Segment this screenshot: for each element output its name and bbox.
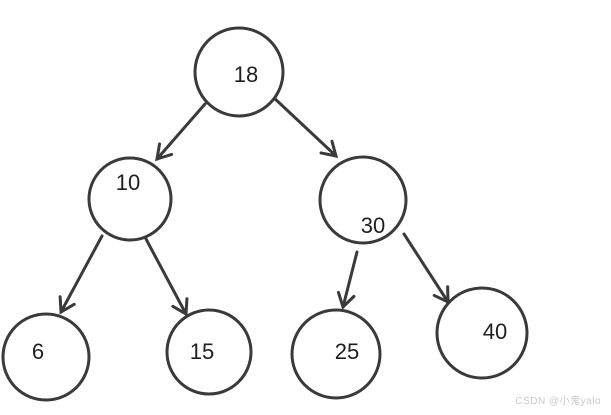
tree-edge-30-40 (402, 232, 450, 305)
tree-node-label-18: 18 (234, 62, 258, 87)
tree-node-label-10: 10 (116, 170, 140, 195)
tree-edge-30-25 (336, 250, 359, 310)
tree-edge-10-6 (58, 234, 104, 315)
tree-edge-18-10 (155, 102, 207, 162)
tree-node-circle-15 (165, 308, 253, 396)
tree-edge-18-30 (271, 95, 339, 158)
tree-node-label-30: 30 (361, 213, 385, 238)
tree-node-circle-18 (193, 26, 285, 118)
tree-edge-10-15 (144, 237, 189, 317)
watermark-text: CSDN @小鬼yalo (515, 396, 601, 407)
tree-node-circle-6 (1, 312, 91, 402)
tree-node-label-6: 6 (32, 339, 44, 364)
tree-node-circle-25 (290, 308, 382, 400)
tree-node-circle-40 (435, 286, 529, 380)
tree-node-circle-10 (87, 156, 173, 242)
tree-node-circle-30 (318, 155, 408, 245)
tree-node-label-25: 25 (335, 339, 359, 364)
tree-node-label-40: 40 (483, 319, 507, 344)
tree-node-label-15: 15 (190, 339, 214, 364)
